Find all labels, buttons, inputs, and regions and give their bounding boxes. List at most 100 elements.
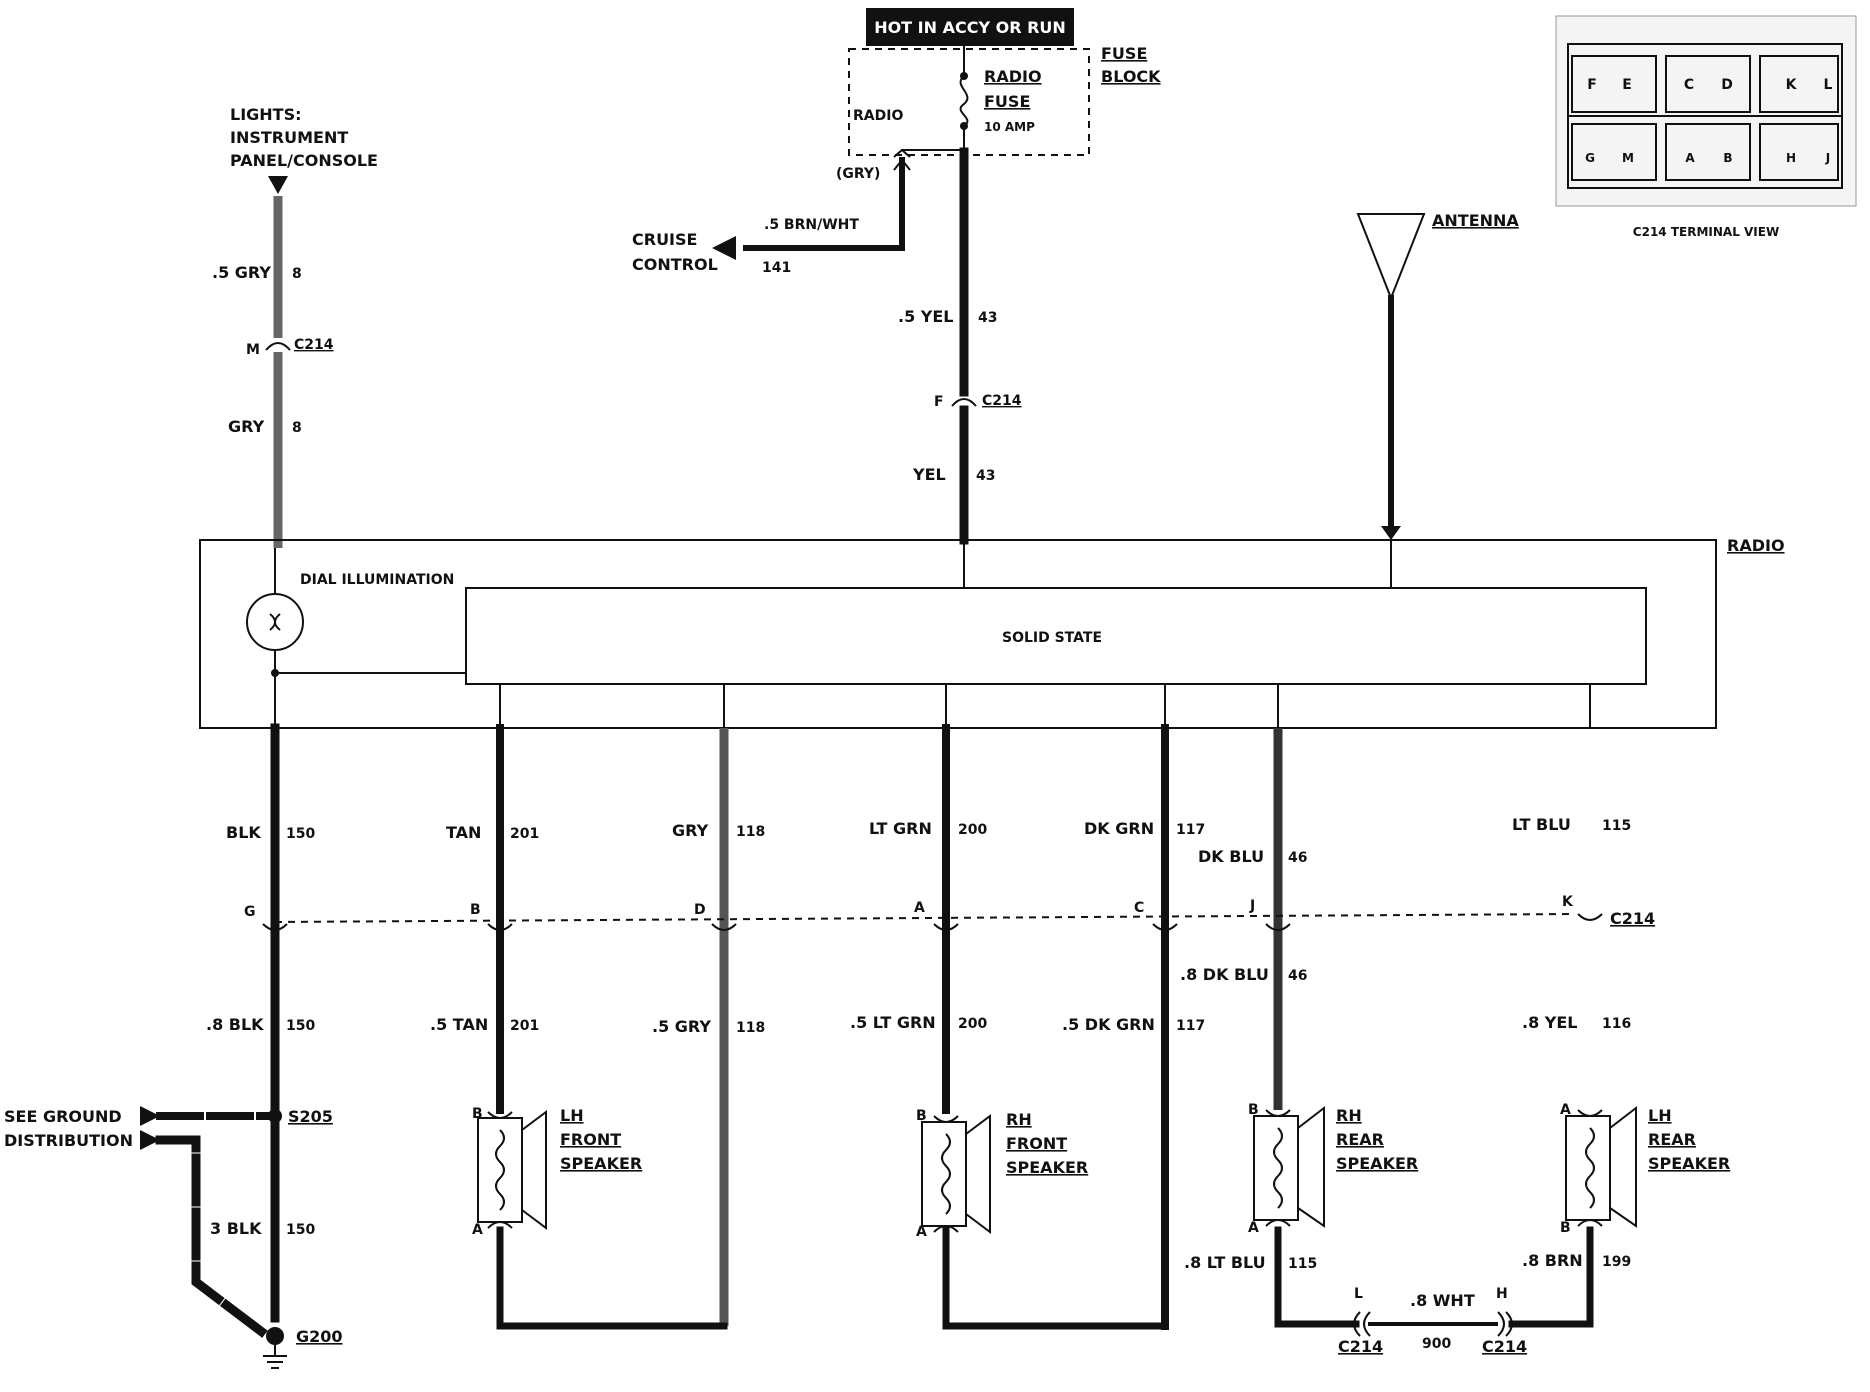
gry-mid-num: 8 — [292, 420, 302, 436]
ltblu-rear-wire — [1274, 1226, 1360, 1328]
pin-a: A — [914, 900, 925, 916]
c214-label-lower: C214 — [1610, 909, 1655, 928]
radio-box — [199, 539, 1717, 729]
dkblu8-label: .8 DK BLU — [1180, 965, 1269, 984]
fuse-radio-label: RADIO — [853, 108, 903, 124]
rh-rear-pin-top: B — [1248, 1102, 1259, 1118]
antenna-symbol — [1356, 213, 1426, 301]
terminal-pin-e: E — [1622, 77, 1632, 93]
ltgrn-label: LT GRN — [869, 819, 932, 838]
ground-dist-label-2: DISTRIBUTION — [4, 1131, 133, 1150]
rh-front-pin-top: B — [916, 1108, 927, 1124]
gry118-num: 118 — [736, 824, 765, 840]
tan5-num: 201 — [510, 1018, 539, 1034]
lamp-filament — [269, 613, 281, 631]
ltgrn-num: 200 — [958, 822, 987, 838]
terminal-view-label: C214 TERMINAL VIEW — [1633, 225, 1779, 239]
lh-front-label-3: SPEAKER — [560, 1154, 642, 1173]
rh-rear-pin-bottom: A — [1248, 1220, 1259, 1236]
terminal-pin-d: D — [1721, 77, 1733, 93]
cruise-circuit-label: 141 — [762, 260, 791, 276]
ltblu-label: LT BLU — [1512, 815, 1571, 834]
tan5-label: .5 TAN — [430, 1015, 488, 1034]
rh-front-label-3: SPEAKER — [1006, 1158, 1088, 1177]
tan-num: 201 — [510, 826, 539, 842]
solid-state-label: SOLID STATE — [1002, 630, 1102, 646]
s205-splice — [268, 1109, 282, 1123]
pin-b: B — [470, 902, 481, 918]
terminal-pin-k: K — [1786, 77, 1798, 93]
ground-arrow-2 — [140, 1130, 160, 1150]
c214-label-h: C214 — [1482, 1337, 1527, 1356]
brn8-num: 199 — [1602, 1254, 1631, 1270]
antenna-label: ANTENNA — [1432, 211, 1519, 230]
ltblu8-label: .8 LT BLU — [1184, 1253, 1266, 1272]
c214-dashed-line — [274, 913, 1576, 923]
pin-d: D — [694, 902, 706, 918]
dkblu-label: DK BLU — [1198, 847, 1264, 866]
g200-label: G200 — [296, 1327, 343, 1346]
fuse-amp-label: 10 AMP — [984, 120, 1035, 134]
pin-c: C — [1134, 900, 1144, 916]
dkgrn-num: 117 — [1176, 822, 1205, 838]
dial-illumination-label: DIAL ILLUMINATION — [300, 572, 454, 588]
blk8-label: .8 BLK — [206, 1015, 264, 1034]
lh-front-return — [496, 1226, 728, 1330]
terminal-pin-j: J — [1825, 151, 1830, 165]
blk8-num: 150 — [286, 1018, 315, 1034]
fuse-block-title-2: BLOCK — [1101, 67, 1161, 86]
radio-label: RADIO — [1727, 536, 1785, 555]
yel-top-label: .5 YEL — [898, 307, 954, 326]
pin-l-label: L — [1354, 1286, 1363, 1302]
dkblu8-num: 46 — [1288, 968, 1307, 984]
rh-rear-label-2: REAR — [1336, 1130, 1384, 1149]
terminal-pin-m: M — [1622, 151, 1634, 165]
c214-connector-symbols — [262, 913, 1603, 931]
pin-m-label: M — [246, 342, 260, 358]
c214-label-m: C214 — [294, 337, 334, 353]
lh-rear-speaker — [1565, 1105, 1637, 1228]
pin-g: G — [244, 904, 256, 920]
pin-k: K — [1562, 894, 1574, 910]
lh-rear-pin-top: A — [1560, 1102, 1571, 1118]
lights-label-3: PANEL/CONSOLE — [230, 151, 378, 170]
lh-rear-label-1: LH — [1648, 1106, 1672, 1125]
c214-f-connector — [951, 398, 977, 407]
rh-rear-label-3: SPEAKER — [1336, 1154, 1418, 1173]
lights-arrow — [268, 176, 288, 194]
wht8-label: .8 WHT — [1410, 1291, 1475, 1310]
tan-label: TAN — [446, 823, 481, 842]
pin-f-label: F — [934, 394, 944, 410]
dkgrn5-label: .5 DK GRN — [1062, 1015, 1155, 1034]
dkgrn5-num: 117 — [1176, 1018, 1205, 1034]
terminal-pin-h: H — [1786, 151, 1796, 165]
wht8-num: 900 — [1422, 1336, 1451, 1352]
lh-front-label-2: FRONT — [560, 1130, 621, 1149]
s205-label: S205 — [288, 1107, 333, 1126]
gry-top-label: .5 GRY — [212, 263, 271, 282]
lights-label-2: INSTRUMENT — [230, 128, 348, 147]
ground-3blk-wire — [155, 1135, 269, 1339]
yel-mid-label: YEL — [912, 465, 946, 484]
fuse-block-box — [848, 48, 1090, 156]
lh-front-pin-bottom: A — [472, 1222, 483, 1238]
cruise-label-1: CRUISE — [632, 230, 697, 249]
antenna-arrow — [1381, 526, 1401, 540]
rh-front-pin-bottom: A — [916, 1224, 927, 1240]
brn8-label: .8 BRN — [1522, 1251, 1583, 1270]
ground-symbol — [263, 1345, 287, 1369]
rh-rear-label-1: RH — [1336, 1106, 1362, 1125]
dkblu-num: 46 — [1288, 850, 1307, 866]
brn-rear-wire — [1508, 1226, 1594, 1328]
pin-j: J — [1249, 898, 1255, 914]
dkgrn-label: DK GRN — [1084, 819, 1154, 838]
terminal-pin-l: L — [1824, 77, 1833, 93]
gry-label: (GRY) — [836, 166, 880, 182]
ltgrn5-label: .5 LT GRN — [850, 1013, 936, 1032]
rh-rear-speaker — [1253, 1105, 1325, 1228]
terminal-pin-c: C — [1684, 77, 1694, 93]
fuse-block-title-1: FUSE — [1101, 44, 1147, 63]
lh-front-label-1: LH — [560, 1106, 584, 1125]
cruise-wire-label: .5 BRN/WHT — [764, 217, 859, 233]
